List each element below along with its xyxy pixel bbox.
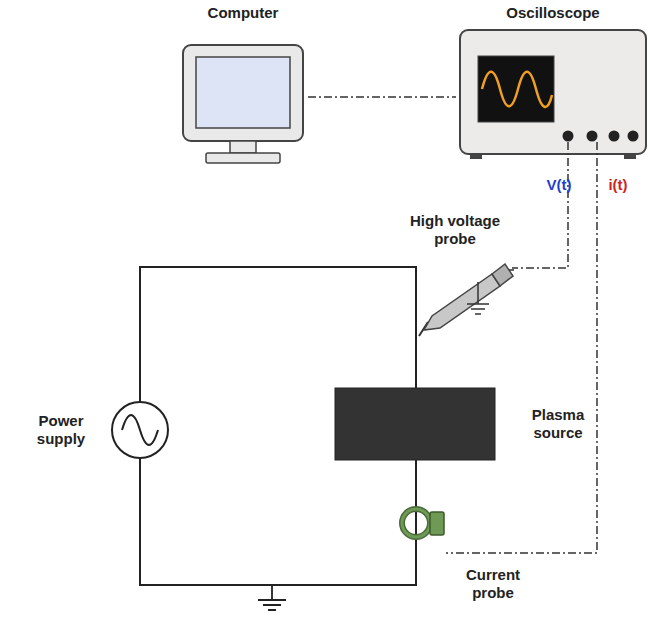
- scope-knob: [563, 131, 574, 142]
- ground-symbol: [258, 585, 286, 610]
- sine-trace: [482, 72, 552, 107]
- monitor-frame: [183, 45, 303, 141]
- monitor-screen: [196, 57, 290, 128]
- plasma-source-box: [335, 388, 495, 460]
- signal-name: V(t): [534, 176, 584, 194]
- part-label: High voltage probe: [400, 212, 510, 248]
- scope-knob: [628, 131, 639, 142]
- monitor-neck: [230, 141, 256, 153]
- monitor-base: [206, 153, 280, 163]
- ac-sine-symbol: [122, 415, 158, 445]
- current-probe-ring: [402, 509, 430, 537]
- circuit-wire: [140, 267, 416, 402]
- circuit-wire: [140, 458, 416, 585]
- oscilloscope-screen: [478, 56, 554, 122]
- device-label: Computer: [178, 2, 308, 21]
- scope-knob: [609, 131, 620, 142]
- probe-cable: [509, 269, 514, 271]
- voltage-cable: [512, 142, 568, 268]
- current-cable: [446, 142, 597, 553]
- current-probe-ring: [402, 509, 430, 537]
- signal-name: i(t): [598, 176, 638, 194]
- scope-knob: [587, 131, 598, 142]
- device-label: Oscilloscope: [456, 2, 650, 21]
- oscilloscope-body: [460, 30, 646, 154]
- part-label: Power supply: [20, 412, 102, 448]
- part-label: Plasma source: [508, 406, 608, 442]
- part-label: Current probe: [448, 566, 538, 602]
- probe-handle: [492, 264, 513, 286]
- scope-foot: [624, 154, 636, 159]
- probe-body: [424, 274, 500, 330]
- device-node: Computer: [178, 2, 308, 168]
- data-link: [308, 96, 456, 98]
- current-probe-jaw: [430, 512, 444, 535]
- scope-foot: [470, 154, 482, 159]
- device-node: Oscilloscope: [456, 2, 650, 162]
- ac-source-symbol: [112, 402, 168, 458]
- probe-ground-symbol: [467, 282, 489, 314]
